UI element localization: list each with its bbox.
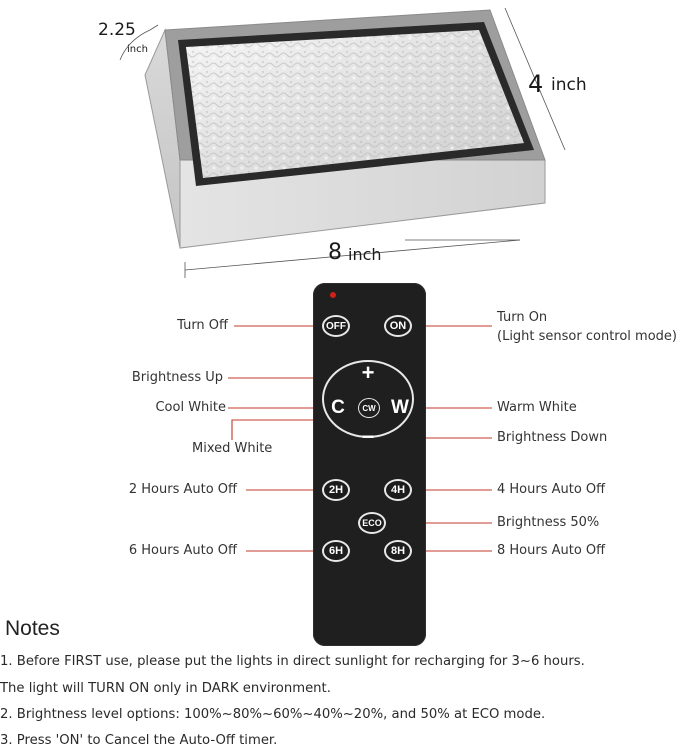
length-unit: inch (348, 245, 382, 264)
four-hours-label: 4 Hours Auto Off (497, 482, 606, 497)
cool-white-button[interactable]: C (331, 397, 345, 418)
turn-on-note: (Light sensor control mode) (497, 329, 677, 344)
notes-title: Notes (5, 617, 60, 640)
eco-button[interactable]: ECO (358, 512, 386, 534)
six-hours-label: 6 Hours Auto Off (128, 543, 237, 558)
dimension-lines (119, 7, 566, 278)
mixed-white-button[interactable]: CW (358, 398, 380, 418)
brightness-down-label: Brightness Down (497, 430, 608, 445)
color-dial (322, 360, 414, 438)
remote-control (313, 283, 426, 646)
cool-white-label: Cool White (155, 400, 226, 415)
mixed-white-label: Mixed White (192, 441, 273, 456)
note-line-3: 2. Brightness level options: 100%~80%~60… (0, 707, 546, 722)
warm-white-button[interactable]: W (391, 397, 409, 418)
eight-hours-button[interactable]: 8H (384, 540, 412, 562)
brightness-up-button[interactable]: + (361, 360, 375, 385)
six-hours-button[interactable]: 6H (322, 540, 350, 562)
turn-off-label: Turn Off (177, 318, 228, 333)
brightness-up-label: Brightness Up (131, 370, 223, 385)
width-unit: inch (551, 75, 587, 95)
four-hours-button[interactable]: 4H (384, 479, 412, 501)
depth-unit: inch (127, 44, 148, 55)
brick-light-illustration (119, 7, 566, 278)
length-value: 8 (328, 240, 342, 265)
brightness-down-button[interactable]: − (361, 424, 375, 449)
two-hours-button[interactable]: 2H (322, 479, 350, 501)
width-value: 4 (528, 70, 544, 98)
led-indicator (330, 292, 336, 298)
note-line-1: 1. Before FIRST use, please put the ligh… (0, 654, 585, 669)
turn-on-label: Turn On (497, 310, 548, 325)
warm-white-label: Warm White (497, 400, 577, 415)
depth-value: 2.25 (98, 20, 136, 40)
off-button[interactable]: OFF (322, 315, 350, 337)
note-line-4: 3. Press 'ON' to Cancel the Auto-Off tim… (0, 733, 278, 748)
brightness-50-label: Brightness 50% (497, 515, 600, 530)
eight-hours-label: 8 Hours Auto Off (497, 543, 606, 558)
two-hours-label: 2 Hours Auto Off (128, 482, 237, 497)
note-line-2: The light will TURN ON only in DARK envi… (0, 681, 331, 696)
on-button[interactable]: ON (384, 315, 412, 337)
